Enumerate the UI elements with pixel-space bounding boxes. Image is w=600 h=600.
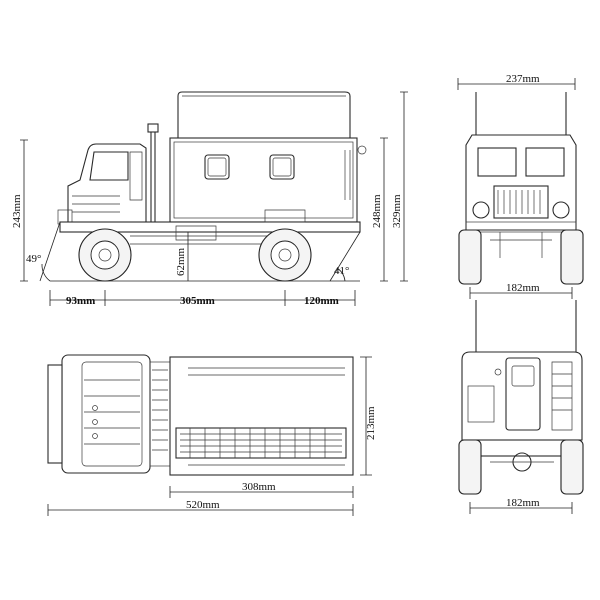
rear-ladder — [551, 361, 573, 431]
label-213: 213mm — [365, 406, 377, 440]
dim-308 — [169, 486, 354, 498]
top-bumper — [47, 364, 63, 464]
dim-213 — [360, 356, 372, 476]
front-headlight-left — [472, 201, 490, 219]
top-cargo-box — [169, 356, 354, 476]
front-headlight-right — [552, 201, 570, 219]
front-cab — [465, 134, 577, 231]
dim-237 — [457, 78, 576, 90]
label-front-182: 182mm — [506, 282, 540, 294]
dim-329 — [400, 91, 408, 282]
label-305: 305mm — [180, 295, 215, 307]
side-cab — [67, 143, 147, 223]
rear-door — [505, 357, 541, 431]
label-520: 520mm — [186, 499, 220, 511]
label-237: 237mm — [506, 73, 540, 85]
side-box-window-2 — [269, 154, 295, 180]
side-view: 243mm 248mm 329mm 62mm 49° 41° 93mm 305m… — [11, 91, 408, 307]
label-243: 243mm — [11, 194, 23, 228]
side-chassis-frame — [59, 221, 361, 233]
dim-rear-182 — [469, 502, 573, 514]
front-grille — [493, 185, 549, 219]
label-departure-angle: 41° — [334, 265, 349, 277]
side-rear-wheel — [258, 228, 312, 282]
rear-box — [461, 351, 583, 441]
top-cab — [61, 354, 151, 474]
rear-view: 182mm — [458, 300, 584, 514]
side-exhaust — [150, 128, 156, 225]
top-view: 213mm 308mm 520mm — [47, 354, 377, 516]
side-cargo-box — [169, 137, 358, 223]
label-120: 120mm — [304, 295, 339, 307]
dim-248 — [380, 137, 388, 282]
side-front-wheel — [78, 228, 132, 282]
top-box-panel — [175, 427, 347, 459]
front-windshield-right — [525, 147, 565, 177]
dim-front-182 — [469, 287, 573, 299]
front-windshield-left — [477, 147, 517, 177]
label-329: 329mm — [391, 194, 403, 228]
label-62: 62mm — [175, 247, 187, 276]
front-left-tire — [458, 229, 482, 285]
label-rear-182: 182mm — [506, 497, 540, 509]
front-view: 237mm 182mm — [457, 73, 584, 299]
front-right-tire — [560, 229, 584, 285]
approach-angle-line — [39, 221, 61, 282]
departure-angle-line — [329, 231, 361, 282]
side-cab-window — [89, 151, 129, 181]
side-box-window-1 — [204, 154, 230, 180]
rear-right-tire — [560, 439, 584, 495]
label-308: 308mm — [242, 481, 276, 493]
dim-243 — [20, 139, 28, 282]
dim-side-lengths — [49, 290, 356, 306]
rear-antennas — [475, 300, 577, 355]
front-antennas — [475, 92, 567, 140]
label-248: 248mm — [371, 194, 383, 228]
rear-left-tire — [458, 439, 482, 495]
side-tarp-frame — [177, 91, 351, 138]
label-93: 93mm — [66, 295, 95, 307]
dim-520 — [47, 504, 354, 516]
side-cab-door — [129, 151, 143, 201]
label-approach-angle: 49° — [26, 253, 41, 265]
